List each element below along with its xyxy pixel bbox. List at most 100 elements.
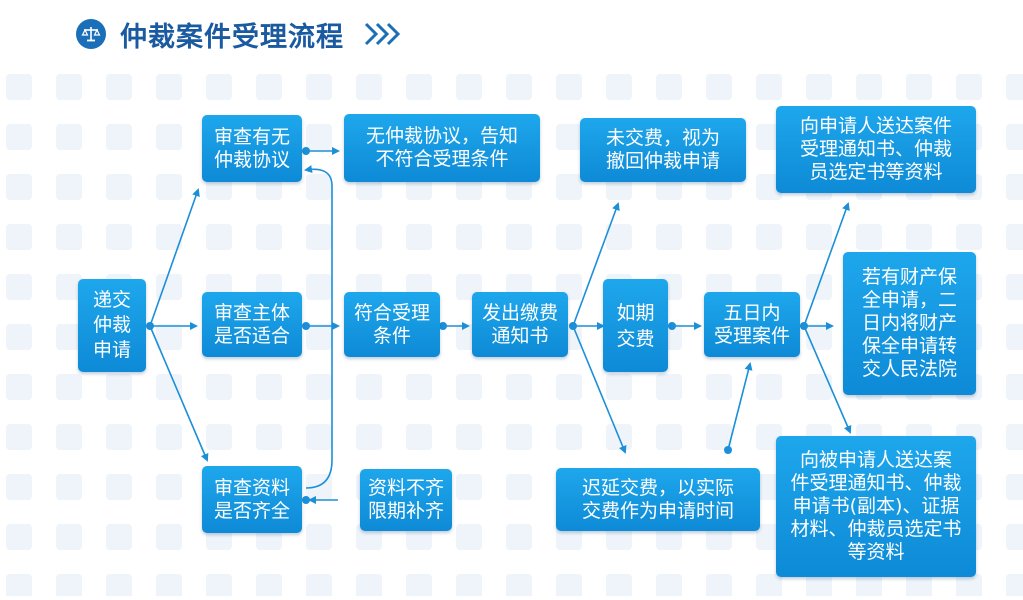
background-tile (6, 324, 32, 350)
page-header: 仲裁案件受理流程 (76, 14, 406, 54)
background-tile (756, 74, 782, 100)
background-tile (106, 374, 132, 400)
background-tile (106, 574, 132, 600)
background-tile (756, 374, 782, 400)
node-submit-application: 递交 仲裁 申请 (78, 279, 146, 372)
background-tile (6, 124, 32, 150)
background-tile (956, 224, 982, 250)
background-tile (456, 474, 482, 500)
node-documents-incomplete: 资料不齐 限期补齐 (360, 469, 452, 531)
background-tile (106, 74, 132, 100)
background-tile (156, 574, 182, 600)
background-tile (306, 174, 332, 200)
background-tile (206, 224, 232, 250)
node-payment-notice: 发出缴费 通知书 (472, 292, 568, 357)
background-tile (156, 274, 182, 300)
background-tile (306, 124, 332, 150)
node-check-agreement: 审查有无 仲裁协议 (202, 115, 302, 182)
background-tile (206, 424, 232, 450)
page-title: 仲裁案件受理流程 (120, 21, 344, 53)
background-tile (656, 374, 682, 400)
background-tile (106, 474, 132, 500)
background-tile (156, 124, 182, 150)
scales-of-justice-icon (76, 19, 106, 49)
background-tile (956, 74, 982, 100)
background-tile (56, 174, 82, 200)
background-tile (6, 74, 32, 100)
background-tile (106, 124, 132, 150)
background-tile (56, 124, 82, 150)
background-tile (306, 224, 332, 250)
background-tile (156, 424, 182, 450)
background-tile (106, 424, 132, 450)
background-tile (906, 574, 932, 600)
background-tile (606, 224, 632, 250)
background-tile (856, 574, 882, 600)
background-tile (6, 174, 32, 200)
node-late-payment: 迟延交费，以实际 交费作为申请时间 (556, 468, 760, 531)
background-tile (156, 374, 182, 400)
node-property-preservation: 若有财产保 全申请，二 日内将财产 保全申请转 交人民法院 (843, 252, 976, 395)
background-tile (906, 74, 932, 100)
background-tile (56, 474, 82, 500)
background-tile (306, 324, 332, 350)
background-tile (506, 374, 532, 400)
background-tile (206, 74, 232, 100)
background-tile (756, 424, 782, 450)
background-tile (106, 224, 132, 250)
background-tile (1006, 174, 1023, 200)
background-tile (1006, 374, 1023, 400)
background-tile (856, 224, 882, 250)
background-tile (356, 374, 382, 400)
background-tile (56, 224, 82, 250)
background-tile (556, 374, 582, 400)
background-tile (756, 174, 782, 200)
background-tile (656, 224, 682, 250)
background-tile (556, 174, 582, 200)
background-tile (56, 424, 82, 450)
background-tile (456, 74, 482, 100)
background-tile (256, 374, 282, 400)
background-tile (6, 474, 32, 500)
background-tile (706, 374, 732, 400)
double-chevron-right-icon (362, 21, 406, 47)
background-tile (1006, 224, 1023, 250)
background-tile (106, 174, 132, 200)
background-tile (356, 574, 382, 600)
background-tile (406, 374, 432, 400)
node-accept-within-5-days: 五日内 受理案件 (704, 292, 800, 357)
background-tile (156, 74, 182, 100)
background-tile (556, 574, 582, 600)
node-check-documents: 审查资料 是否齐全 (202, 466, 302, 533)
background-tile (1006, 574, 1023, 600)
background-tile (1006, 74, 1023, 100)
background-tile (906, 224, 932, 250)
background-tile (656, 574, 682, 600)
background-tile (556, 224, 582, 250)
arrow-notice-to-late (572, 325, 627, 454)
background-tile (456, 424, 482, 450)
background-tile (6, 374, 32, 400)
background-tile (956, 574, 982, 600)
background-tile (806, 274, 832, 300)
background-tile (356, 224, 382, 250)
background-tile (456, 524, 482, 550)
background-tile (156, 324, 182, 350)
background-tile (56, 524, 82, 550)
background-tile (856, 74, 882, 100)
node-notify-applicant: 向申请人送达案件 受理通知书、仲裁 员选定书等资料 (776, 106, 976, 193)
background-tile (1006, 274, 1023, 300)
background-tile (256, 224, 282, 250)
background-tile (656, 424, 682, 450)
background-tile (756, 524, 782, 550)
background-tile (706, 224, 732, 250)
background-tile (506, 474, 532, 500)
background-tile (756, 224, 782, 250)
node-not-paid: 未交费，视为 撤回仲裁申请 (580, 118, 746, 182)
node-paid-on-time: 如期 交费 (603, 279, 668, 372)
arrow-accept-to-notify-respondent (803, 325, 852, 434)
background-tile (406, 74, 432, 100)
background-tile (6, 574, 32, 600)
